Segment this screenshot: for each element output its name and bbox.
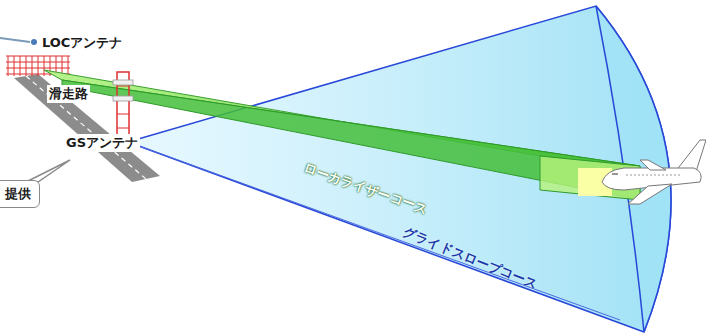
gs-antenna (113, 72, 133, 142)
callout-bubble: 提供 (0, 180, 40, 208)
antenna-label: LOCアンテナ (40, 34, 124, 52)
leader-dot (31, 39, 37, 45)
runway-label: 滑走路 (47, 85, 90, 103)
glide-slope-cone (128, 6, 671, 332)
antenna-label: GSアンテナ (64, 134, 140, 152)
callout-tail (0, 38, 30, 42)
airplane (602, 140, 706, 204)
callout-text: 提供 (0, 185, 31, 203)
callout-tail (26, 160, 70, 182)
